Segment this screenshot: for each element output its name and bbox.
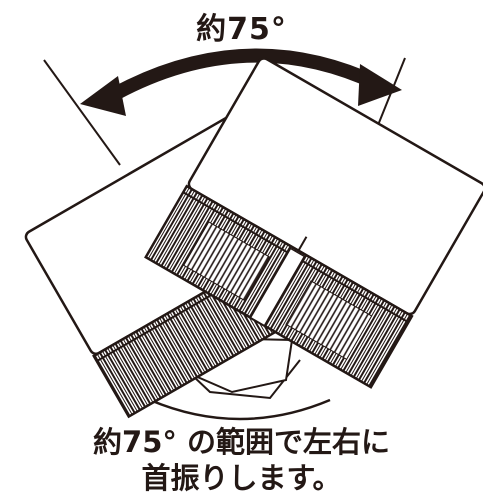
caption: 約75° の範囲で左右に 首振りします。 [0,424,483,496]
angle-label: 約75° [196,12,287,47]
caption-line-2: 首振りします。 [141,461,342,495]
double-headed-curved-arrow-icon [80,48,402,116]
left-limit-line [43,59,121,166]
caption-line-1: 約75° の範囲で左右に [93,425,390,459]
fan-head-right [144,57,483,389]
